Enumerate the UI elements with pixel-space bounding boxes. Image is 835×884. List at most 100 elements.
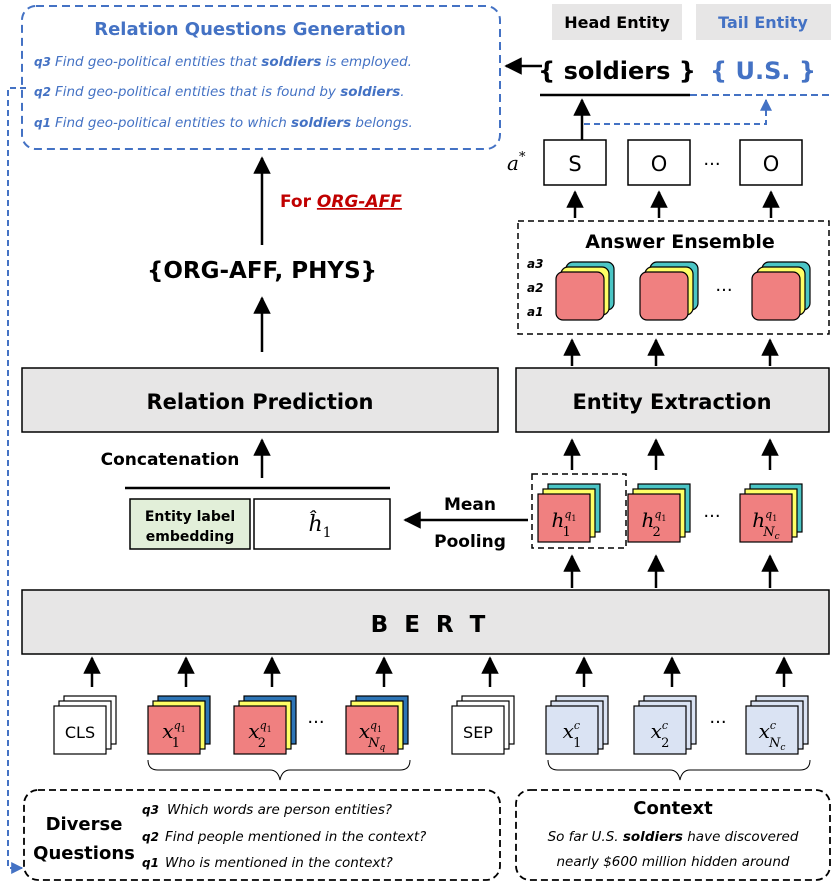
ensemble-stack-0-layer-2	[555, 271, 605, 321]
token-box-2	[739, 139, 803, 186]
input-stack-3-layer-2	[345, 705, 399, 755]
entity-label-embedding-line1: Entity label	[145, 509, 235, 525]
a-star-label: a*	[507, 150, 526, 175]
input-stack-2	[233, 695, 297, 755]
hidden-stack-0	[537, 483, 601, 543]
hidden-stack-2	[739, 483, 803, 543]
input-stack-7-layer-2	[745, 705, 799, 755]
context-brace	[547, 759, 811, 781]
hidden-stack-2-layer-2	[739, 493, 793, 543]
input-ellipsis-q: ···	[307, 712, 324, 733]
relation-questions-title: Relation Questions Generation	[94, 19, 406, 40]
relation-set: {ORG-AFF, PHYS}	[147, 258, 377, 284]
ensemble-stack-2	[751, 261, 811, 321]
input-stack-3	[345, 695, 409, 755]
input-stack-0	[53, 695, 117, 755]
input-ellipsis-c: ···	[709, 712, 726, 733]
token-label-2: O	[763, 152, 780, 176]
for-org-aff-label: For ORG-AFF	[280, 192, 402, 212]
head-entity-label: Head Entity	[564, 13, 670, 32]
bert-label: B E R T	[371, 612, 490, 638]
input-stack-1	[147, 695, 211, 755]
ensemble-tag-a3: a3	[527, 257, 543, 271]
h1-hat-box	[253, 498, 391, 550]
tail-entity-label: Tail Entity	[718, 13, 808, 32]
question-brace	[147, 759, 411, 781]
tail-entity-label-box	[696, 4, 831, 40]
h1-hat-label: ĥ1	[308, 510, 331, 541]
input-stack-0-layer-2	[53, 705, 107, 755]
head-entity-value: { soldiers }	[538, 57, 696, 85]
ensemble-stack-1-layer-2	[639, 271, 689, 321]
hidden-stack-0-layer-2	[537, 493, 591, 543]
input-stack-2-layer-2	[233, 705, 287, 755]
input-label-0: CLS	[65, 723, 95, 742]
answer-ensemble-box	[517, 220, 830, 335]
mean-pooling-line2: Pooling	[434, 532, 506, 552]
ensemble-stack-1	[639, 261, 699, 321]
token-box-1	[627, 139, 691, 186]
diverse-questions-label-line1: Diverse	[46, 814, 123, 835]
input-stack-6-layer-2	[633, 705, 687, 755]
context-line1: So far U.S. soldiers have discovered	[548, 829, 799, 845]
hidden-stack-1	[627, 483, 691, 543]
entity-label-embedding-box	[129, 498, 251, 550]
context-title: Context	[633, 798, 713, 819]
arrow-to-tail-dashed	[584, 98, 772, 125]
token-label-1: O	[651, 152, 668, 176]
ensemble-tag-a2: a2	[527, 281, 543, 295]
diverse-questions-box	[23, 789, 501, 881]
ensemble-ellipsis: ···	[715, 280, 732, 301]
relation-questions-box	[21, 5, 501, 150]
concatenation-label: Concatenation	[101, 450, 240, 470]
context-box	[515, 789, 831, 881]
relation-prediction-label: Relation Prediction	[147, 390, 374, 414]
entity-extraction-label: Entity Extraction	[572, 390, 771, 414]
entity-label-embedding-line2: embedding	[146, 529, 234, 545]
input-stack-4	[451, 695, 515, 755]
token-ellipsis: ···	[703, 154, 720, 175]
answer-ensemble-title: Answer Ensemble	[585, 231, 774, 253]
token-box-0	[543, 139, 607, 186]
hidden-ellipsis: ···	[703, 506, 720, 527]
input-stack-4-layer-2	[451, 705, 505, 755]
head-entity-label-box	[552, 4, 682, 40]
diverse-questions-label-line2: Questions	[33, 843, 135, 864]
input-stack-1-layer-2	[147, 705, 201, 755]
entity-extraction-box	[515, 367, 830, 433]
mean-pooling-line1: Mean	[444, 495, 496, 515]
input-stack-5-layer-2	[545, 705, 599, 755]
bert-box	[21, 589, 830, 655]
relation-prediction-box	[21, 367, 499, 433]
ensemble-stack-0	[555, 261, 615, 321]
ensemble-tag-a1: a1	[527, 305, 543, 319]
input-label-4: SEP	[463, 723, 493, 742]
input-stack-5	[545, 695, 609, 755]
feedback-dashed-line	[7, 87, 26, 874]
tail-entity-value: { U.S. }	[710, 57, 816, 85]
input-stack-7	[745, 695, 809, 755]
h1-selection-box	[531, 473, 627, 549]
context-line2: nearly $600 million hidden around	[557, 854, 790, 870]
ensemble-stack-2-layer-2	[751, 271, 801, 321]
hidden-stack-1-layer-2	[627, 493, 681, 543]
